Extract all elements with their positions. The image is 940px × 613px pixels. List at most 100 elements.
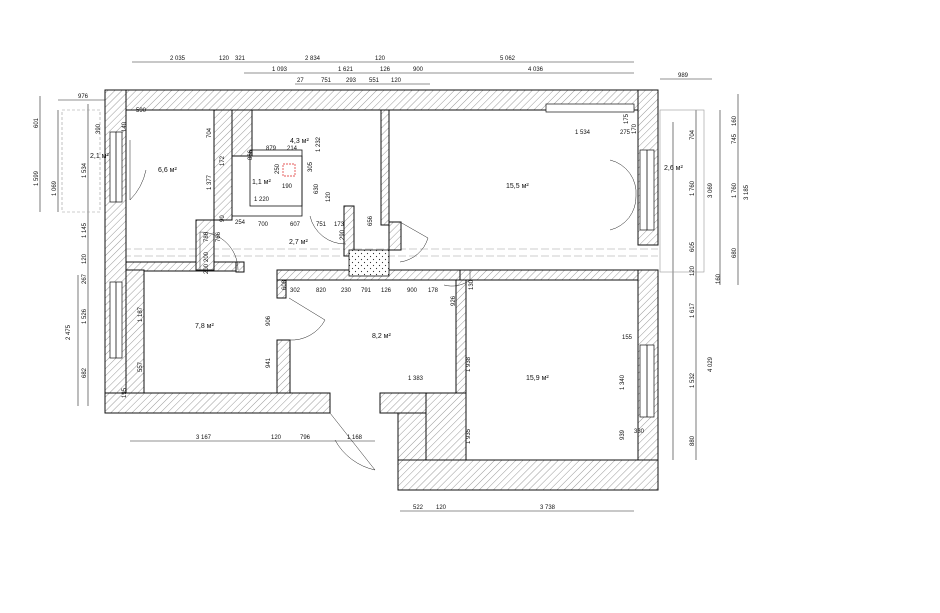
dimension-label: 796 xyxy=(300,435,311,441)
dimension-label: 1 617 xyxy=(690,302,696,318)
windows xyxy=(61,103,705,418)
room-label: 7,8 м² xyxy=(195,323,214,330)
dimension-label: 751 xyxy=(316,222,327,228)
dimension-label: 1 187 xyxy=(138,306,144,322)
side-dimensions xyxy=(39,94,739,460)
dimension-label: 130 xyxy=(469,279,475,290)
dimension-label: 607 xyxy=(290,222,301,228)
right-dimension-labels: 745 160 3 185 1 760 680 160 704 3 069 1 … xyxy=(690,115,750,446)
dimension-label: 879 xyxy=(266,146,277,152)
interior-walls xyxy=(125,109,639,394)
dimension-label: 989 xyxy=(678,73,689,79)
dimension-label: 3 167 xyxy=(196,435,212,441)
room-label: 15,9 м² xyxy=(526,375,549,382)
dimension-label: 1 232 xyxy=(316,136,322,152)
dimension-label: 590 xyxy=(136,108,147,114)
dimension-label: 3 069 xyxy=(708,182,714,198)
dimension-label: 160 xyxy=(716,273,722,284)
dimension-label: 1 760 xyxy=(690,180,696,196)
dimension-label: 120 xyxy=(219,56,230,62)
dimension-label: 1 532 xyxy=(690,372,696,388)
dimension-label: 551 xyxy=(369,78,380,84)
dimension-label: 1 534 xyxy=(82,162,88,178)
dimension-label: 126 xyxy=(380,67,391,73)
dimension-label: 976 xyxy=(78,94,89,100)
dimension-label: 820 xyxy=(316,288,327,294)
dimension-label: 290 xyxy=(340,229,346,240)
dimension-label: 120 xyxy=(690,265,696,276)
dimension-label: 2 834 xyxy=(305,56,321,62)
dimension-label: 900 xyxy=(407,288,418,294)
dimension-label: 880 xyxy=(690,435,696,446)
shaft xyxy=(348,249,390,277)
dimension-label: 1 935 xyxy=(466,428,472,444)
dimension-label: 3 185 xyxy=(744,184,750,200)
dimension-label: 250 xyxy=(275,163,281,174)
interior-dimension-labels: 590 140 390 704 1 377 172 866 879 214 25… xyxy=(96,108,645,444)
dimension-label: 1 383 xyxy=(408,376,424,382)
room-label: 1,1 м² xyxy=(252,179,271,186)
dimension-label: 608 xyxy=(282,279,288,290)
dimension-label: 939 xyxy=(620,429,626,440)
dimension-label: 2 035 xyxy=(170,56,186,62)
dimension-label: 172 xyxy=(220,155,226,166)
dimension-label: 330 xyxy=(634,429,645,435)
dimension-label: 200 xyxy=(204,263,210,274)
dimension-label: 254 xyxy=(235,220,246,226)
dimension-label: 751 xyxy=(321,78,332,84)
dimension-label: 605 xyxy=(690,241,696,252)
dimension-label: 178 xyxy=(428,288,439,294)
dimension-label: 906 xyxy=(266,315,272,326)
balcony-left xyxy=(61,109,101,213)
dimension-label: 190 xyxy=(282,184,293,190)
dimension-label: 601 xyxy=(34,117,40,128)
dimension-label: 275 xyxy=(620,130,631,136)
dimension-label: 195 xyxy=(122,387,128,398)
dimension-label: 27 xyxy=(297,78,304,84)
dimension-label: 866 xyxy=(248,149,254,160)
dimension-label: 1 069 xyxy=(52,180,58,196)
dimension-label: 1 534 xyxy=(575,130,591,136)
dimension-label: 390 xyxy=(96,123,102,134)
dimension-label: 766 xyxy=(216,231,222,242)
dimension-label: 926 xyxy=(451,295,457,306)
dimension-label: 4 036 xyxy=(528,67,544,73)
dimension-label: 1 377 xyxy=(207,174,213,190)
bottom-dimension-labels: 3 167 120 796 1 168 522 120 3 738 xyxy=(196,435,556,511)
dimension-label: 3 738 xyxy=(540,505,556,511)
dimension-label: 230 xyxy=(341,288,352,294)
room-label: 6,6 м² xyxy=(158,167,177,174)
room-label: 2,6 м² xyxy=(664,165,683,172)
dimension-label: 120 xyxy=(375,56,386,62)
dimension-label: 1 599 xyxy=(34,170,40,186)
dimension-label: 786 xyxy=(204,231,210,242)
dimension-label: 170 xyxy=(632,123,638,134)
dimension-label: 704 xyxy=(690,129,696,140)
dimension-label: 90 xyxy=(220,215,226,222)
dimension-label: 1 526 xyxy=(82,308,88,324)
left-dimension-labels: 601 1 599 1 069 1 534 1 145 120 267 1 52… xyxy=(34,117,88,378)
dimension-label: 173 xyxy=(334,222,345,228)
dimension-label: 1 621 xyxy=(338,67,354,73)
top-dimensions xyxy=(58,61,712,101)
dimension-label: 305 xyxy=(308,161,314,172)
dimension-label: 680 xyxy=(732,247,738,258)
dimension-label: 700 xyxy=(258,222,269,228)
dimension-label: 5 062 xyxy=(500,56,516,62)
dimension-label: 522 xyxy=(413,505,424,511)
dimension-label: 941 xyxy=(266,357,272,368)
dimension-label: 293 xyxy=(346,78,357,84)
dimension-label: 682 xyxy=(82,367,88,378)
dimension-label: 791 xyxy=(361,288,372,294)
room-labels: 6,6 м² 4,3 м² 1,1 м² 2,7 м² 15,5 м² 2,1 … xyxy=(90,138,683,382)
room-label: 4,3 м² xyxy=(290,138,309,145)
dimension-label: 630 xyxy=(314,183,320,194)
dimension-label: 120 xyxy=(326,191,332,202)
dimension-label: 2 475 xyxy=(66,324,72,340)
balcony-right xyxy=(659,109,705,273)
dimension-label: 745 xyxy=(732,133,738,144)
room-label: 15,5 м² xyxy=(506,183,529,190)
bottom-dimensions xyxy=(130,440,634,512)
dimension-label: 200 xyxy=(204,251,210,262)
